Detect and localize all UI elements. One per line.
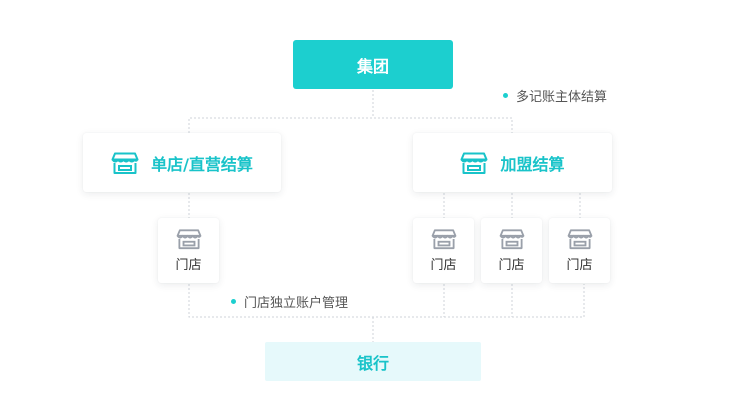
franchise-settlement-label: 加盟结算 [500,154,565,174]
multi-entity-settlement-text: 多记账主体结算 [516,90,608,105]
store-label: 门店 [175,258,202,273]
store-label: 门店 [566,258,593,273]
storefront-icon [176,228,202,250]
bullet-dot [503,93,508,98]
store-node-franchise-1[interactable]: 门店 [413,218,474,283]
single-direct-settlement-node[interactable]: 单店/直营结算 [83,133,281,192]
storefront-icon [111,151,139,175]
store-node-franchise-3[interactable]: 门店 [549,218,610,283]
single-direct-settlement-label: 单店/直营结算 [151,154,253,174]
franchise-stores-connector [443,193,581,218]
storefront-icon [460,151,488,175]
stores-to-bank-connector [188,284,585,342]
storefront-icon [567,228,593,250]
storefront-icon [431,228,457,250]
store-label: 门店 [430,258,457,273]
bank-node[interactable]: 银行 [265,342,481,381]
store-node-franchise-2[interactable]: 门店 [481,218,542,283]
bullet-dot [231,299,236,304]
root-to-branches-connector [188,90,513,133]
storefront-icon [499,228,525,250]
store-label: 门店 [498,258,525,273]
group-label: 集团 [356,56,389,76]
multi-entity-settlement-note: 多记账主体结算 [503,86,607,105]
store-account-management-text: 门店独立账户管理 [244,296,349,311]
franchise-settlement-node[interactable]: 加盟结算 [413,133,612,192]
store-node-direct[interactable]: 门店 [158,218,219,283]
store-account-management-note: 门店独立账户管理 [231,292,348,311]
bank-label: 银行 [356,353,389,373]
group-node[interactable]: 集团 [293,40,453,89]
